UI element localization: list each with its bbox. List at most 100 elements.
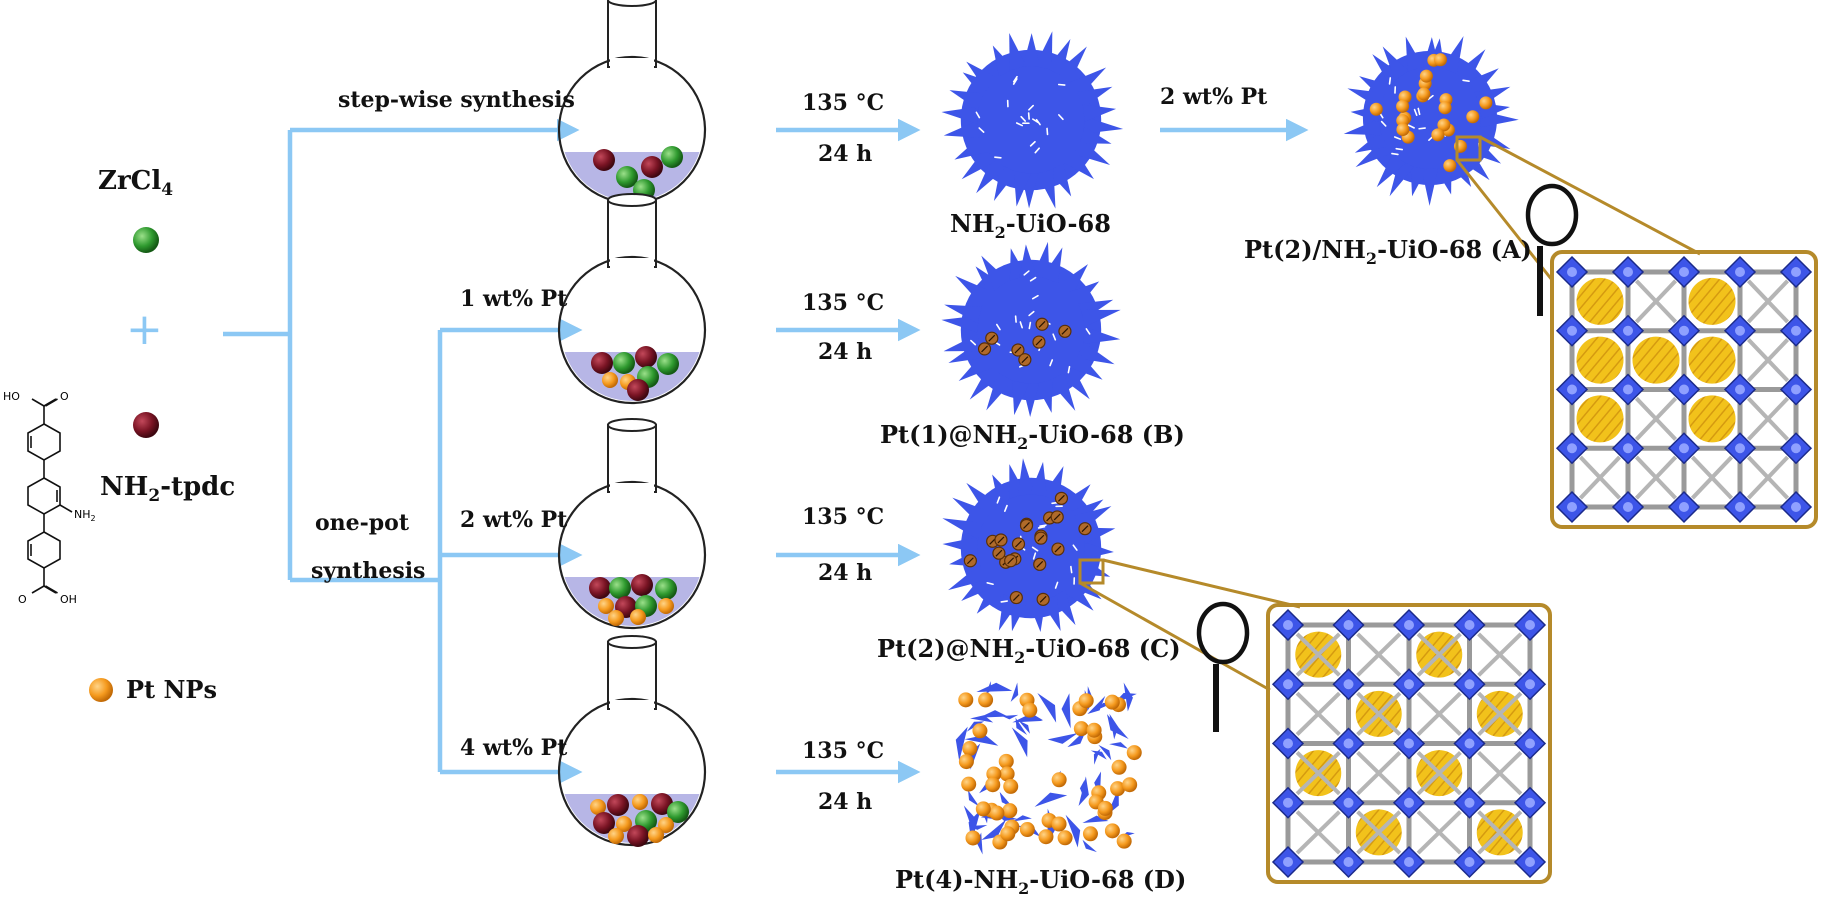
- pt-sphere: [972, 723, 988, 739]
- linker-sphere: [593, 812, 615, 834]
- pt-sphere: [1126, 745, 1142, 761]
- pt-sphere: [598, 598, 614, 614]
- pt-sphere: [590, 799, 606, 815]
- linker-label: NH2-tpdc: [100, 472, 236, 507]
- temp-label-1: 135 °C: [802, 90, 885, 116]
- linker-sphere: [593, 149, 615, 171]
- particle-a: [1343, 36, 1519, 206]
- struct-nh2: NH2: [74, 508, 96, 523]
- pt-pore: [1688, 336, 1736, 384]
- pt-sphere: [608, 610, 624, 626]
- plus-sign: +: [126, 304, 163, 355]
- linker-sphere: [627, 825, 649, 847]
- pt-sphere: [1396, 99, 1410, 113]
- pt-sphere: [658, 817, 674, 833]
- flask-mouth: [607, 193, 657, 207]
- onepot-label-line2: synthesis: [311, 558, 426, 584]
- pt-sphere: [616, 816, 632, 832]
- pt-sphere: [1431, 128, 1445, 142]
- zr-sphere: [133, 227, 159, 253]
- product-d-label: Pt(4)-NH2-UiO-68 (D): [895, 865, 1187, 898]
- pt-sphere: [1479, 96, 1493, 110]
- zr-sphere: [616, 166, 638, 188]
- linker-sphere: [607, 794, 629, 816]
- pt-sphere: [958, 692, 974, 708]
- pt-pore: [1576, 395, 1624, 443]
- pt-sphere: [1437, 118, 1451, 132]
- linker-sphere: [133, 412, 159, 438]
- pt-sphere: [1097, 800, 1113, 816]
- loading-c-label: 2 wt% Pt: [460, 507, 568, 533]
- zoom-box-c: [1078, 558, 1105, 585]
- pt-sphere: [658, 598, 674, 614]
- pt-sphere: [1051, 816, 1067, 832]
- struct-oh: OH: [60, 593, 77, 606]
- pt-sphere: [1433, 53, 1447, 67]
- struct-ho: HO: [3, 390, 20, 403]
- pt-pore: [1632, 336, 1680, 384]
- pt-sphere: [1002, 803, 1018, 819]
- flask-mouth: [607, 0, 657, 7]
- pt-sphere: [1417, 87, 1431, 101]
- pt-sphere: [1073, 721, 1089, 737]
- pt-sphere: [1051, 772, 1067, 788]
- temp-label-2: 135 °C: [802, 290, 885, 316]
- particle-nh2-uio-68: [941, 31, 1124, 209]
- time-label-3: 24 h: [818, 560, 873, 586]
- flask-3: [557, 418, 707, 630]
- pt-sphere: [1122, 777, 1138, 793]
- particle-b: [941, 241, 1121, 418]
- flask-1: [557, 0, 707, 205]
- zr-sphere: [655, 578, 677, 600]
- time-label-1: 24 h: [818, 141, 873, 167]
- temp-label-4: 135 °C: [802, 738, 885, 764]
- pt-sphere: [1057, 830, 1073, 846]
- pt-sphere: [1022, 702, 1038, 718]
- zr-sphere: [613, 352, 635, 374]
- zr-sphere: [667, 801, 689, 823]
- magnifier-icon-top: [1525, 183, 1579, 316]
- lattice-insets: [1079, 135, 1818, 884]
- pt-nps-label: Pt NPs: [126, 675, 217, 704]
- pt-sphere: [1019, 822, 1035, 838]
- linker-sphere: [635, 346, 657, 368]
- pt-sphere: [1438, 101, 1452, 115]
- pt-sphere: [985, 777, 1001, 793]
- particle-c: [942, 458, 1116, 633]
- pt-sphere: [989, 805, 1005, 821]
- pt-sphere: [961, 776, 977, 792]
- tpdc-structure: [27, 398, 73, 594]
- pt-sphere: [1078, 693, 1094, 709]
- flask-mouth: [607, 635, 657, 649]
- pt-sphere: [632, 794, 648, 810]
- struct-o-top: O: [60, 390, 69, 403]
- pt-sphere: [608, 828, 624, 844]
- pt-sphere: [1419, 69, 1433, 83]
- temp-label-3: 135 °C: [802, 504, 885, 530]
- pt-sphere: [1082, 826, 1098, 842]
- pt-sphere: [1104, 694, 1120, 710]
- product-c-label: Pt(2)@NH2-UiO-68 (C): [877, 634, 1181, 667]
- inset-lattice-a: [1550, 250, 1818, 529]
- pt-sphere: [965, 830, 981, 846]
- pt-sphere: [1000, 826, 1016, 842]
- pt-pore: [1576, 336, 1624, 384]
- onepot-label-line1: one-pot: [315, 510, 410, 536]
- pt-sphere: [1038, 829, 1054, 845]
- loading-b-label: 1 wt% Pt: [460, 286, 568, 312]
- pt-sphere: [1110, 781, 1126, 797]
- pt-sphere: [975, 801, 991, 817]
- magnifier-icon-bottom: [1196, 601, 1250, 732]
- linker-sphere: [641, 156, 663, 178]
- pt-pore: [1688, 277, 1736, 325]
- inset-lattice-c: [1266, 603, 1552, 884]
- pt-sphere: [630, 609, 646, 625]
- time-label-2: 24 h: [818, 339, 873, 365]
- route-arrows: [223, 118, 1309, 784]
- struct-o-bottom: O: [18, 593, 27, 606]
- pt-sphere: [1116, 833, 1132, 849]
- zoom-callouts: [1079, 135, 1701, 692]
- pt-sphere: [1086, 722, 1102, 738]
- zrcl4-label: ZrCl4: [98, 166, 174, 201]
- pt-legend-sphere: [89, 678, 113, 702]
